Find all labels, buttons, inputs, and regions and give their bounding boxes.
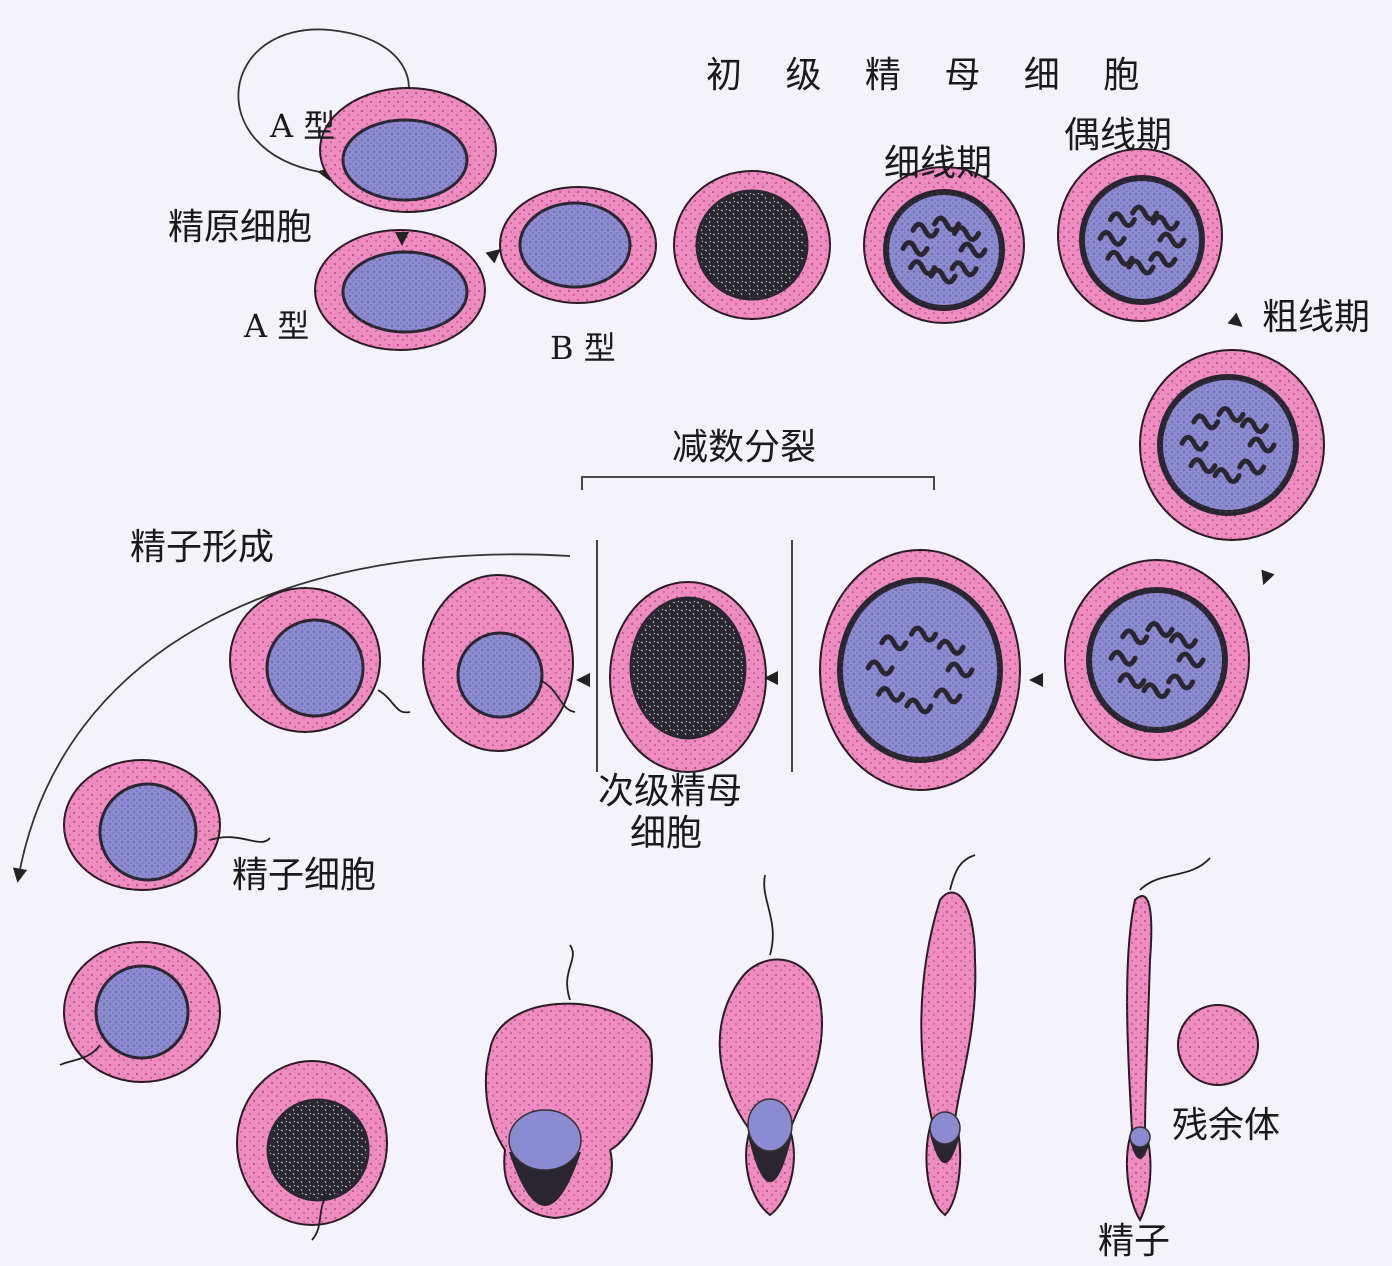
primary-spermatocyte-preleptotene: [673, 170, 831, 320]
spermatogonium-a-top: [319, 87, 497, 213]
residual-body: [1177, 1004, 1259, 1086]
label-type-a-bottom: A 型: [244, 307, 310, 345]
nucleus-texture: [267, 620, 363, 716]
label-zygotene: 偶线期: [1064, 115, 1173, 156]
flagellum: [763, 874, 774, 956]
chromosomes: [900, 215, 988, 285]
flagellum: [539, 679, 576, 713]
secondary-spermatocyte: [609, 581, 767, 773]
label-type-a-top: A 型: [270, 107, 336, 145]
chromosomes: [865, 625, 975, 715]
nucleus-texture: [1160, 377, 1296, 513]
flagellum: [209, 836, 271, 843]
chromosomes: [1179, 406, 1277, 485]
acrosome: [747, 1098, 793, 1152]
spermatogonium-b: [499, 186, 657, 304]
nucleus-texture: [840, 580, 1000, 760]
label-pachytene: 粗线期: [1262, 297, 1371, 338]
arrowhead-icon: [764, 671, 778, 685]
label-type-b: B 型: [550, 329, 616, 367]
nucleus-texture: [100, 784, 196, 880]
label-spermatid: 精子细胞: [232, 855, 377, 896]
flagellum: [377, 689, 411, 714]
label-residual-body: 残余体: [1172, 1105, 1281, 1146]
flagellum: [1139, 857, 1211, 891]
spermatid-elongating-1: [484, 944, 653, 1220]
spermatid-5: [236, 1060, 388, 1226]
nucleus-texture: [1082, 178, 1202, 302]
cytoplasm-texture: [1178, 1005, 1258, 1085]
nucleus: [695, 189, 809, 301]
label-primary-spermatocyte: 初 级 精 母 细 胞: [706, 55, 1156, 96]
self-renewal-loop-arrow: [237, 28, 410, 182]
nucleus-texture: [343, 252, 467, 332]
chromosomes: [1108, 621, 1206, 700]
spermatid-3: [63, 759, 221, 891]
spermatid-elongating-2: [718, 874, 823, 1217]
nucleus-texture: [458, 633, 542, 717]
spermatid-1: [422, 574, 574, 752]
spermiogenesis-arc-arrow: [12, 553, 571, 883]
acrosome: [929, 1111, 961, 1145]
spermatid-elongating-3: [920, 854, 977, 1217]
chromosomes: [1097, 204, 1187, 276]
acrosome: [1129, 1126, 1151, 1148]
mature-sperm: [1126, 857, 1211, 1223]
nucleus-texture: [343, 120, 467, 200]
primary-spermatocyte-zygotene: [1057, 148, 1223, 322]
spermatogonium-a-bottom: [314, 229, 486, 351]
flagellum: [59, 1044, 101, 1066]
primary-spermatocyte-diakinesis: [819, 549, 1021, 791]
flagellum: [311, 1189, 331, 1241]
label-spermiogenesis: 精子形成: [130, 527, 275, 568]
nucleus: [266, 1098, 370, 1202]
nucleus-texture: [96, 966, 188, 1058]
arrowhead-icon: [1029, 673, 1043, 687]
arrowhead-icon: [395, 232, 409, 246]
flagellum: [949, 854, 976, 891]
nucleus-texture: [886, 192, 1002, 308]
label-secondary-spermatocyte-1: 次级精母: [598, 771, 743, 812]
nucleus-texture: [520, 203, 630, 287]
label-spermatogonium: 精原细胞: [168, 207, 313, 248]
acrosome: [508, 1109, 582, 1171]
flagellum: [566, 944, 574, 1001]
spermatid-4: [63, 941, 221, 1083]
primary-spermatocyte-diplotene: [1064, 559, 1250, 761]
arrowhead-icon: [576, 673, 590, 687]
label-secondary-spermatocyte-2: 细胞: [630, 813, 703, 854]
cytoplasm-texture: [719, 959, 823, 1215]
arrowhead-icon: [485, 249, 501, 264]
label-meiosis: 减数分裂: [672, 427, 817, 468]
primary-spermatocyte-pachytene: [1139, 349, 1325, 541]
arrowhead-icon: [1227, 312, 1243, 327]
primary-spermatocyte-leptotene: [863, 166, 1025, 324]
meiosis-bracket: [581, 476, 935, 490]
nucleus: [629, 596, 747, 740]
label-leptotene: 细线期: [884, 143, 993, 184]
arrowhead-icon: [1261, 569, 1275, 586]
nucleus-texture: [1089, 590, 1225, 730]
cytoplasm-texture: [485, 1003, 652, 1218]
label-sperm: 精子: [1098, 1221, 1171, 1262]
spermatid-2: [229, 587, 381, 733]
